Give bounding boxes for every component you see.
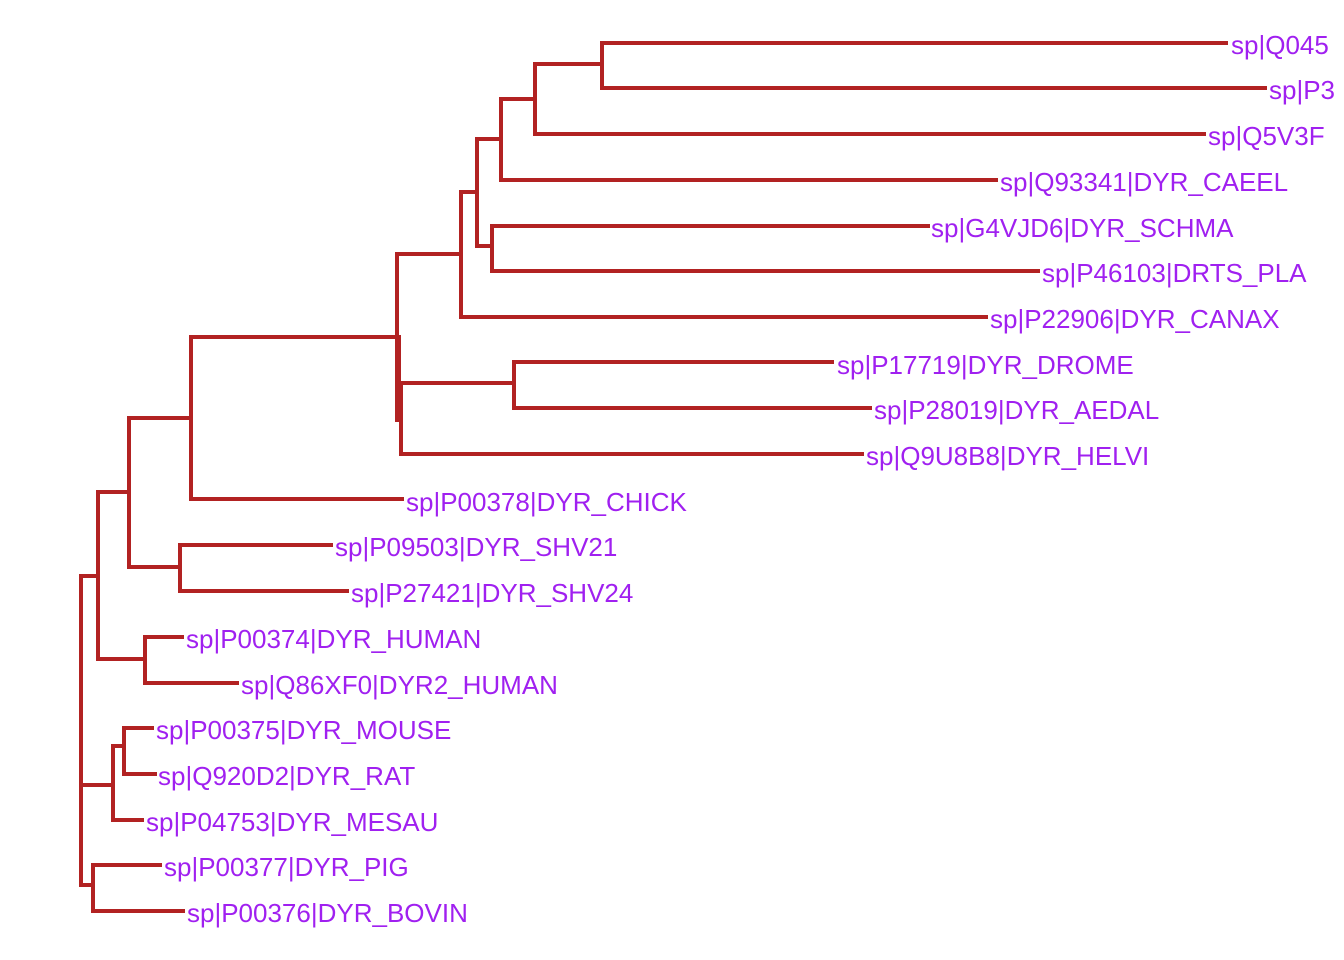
tip-label: sp|P28019|DYR_AEDAL xyxy=(874,395,1159,425)
tip-label: sp|P3 xyxy=(1269,75,1335,105)
tip-labels: sp|Q045 sp|P3 sp|Q5V3F sp|Q93341|DYR_CAE… xyxy=(146,30,1335,928)
tip-label: sp|Q86XF0|DYR2_HUMAN xyxy=(241,670,558,700)
branch xyxy=(490,224,1040,273)
branch xyxy=(395,252,463,422)
tip-label: sp|P00378|DYR_CHICK xyxy=(406,487,688,517)
branch xyxy=(127,416,193,569)
branch xyxy=(459,190,988,319)
branch xyxy=(143,635,239,685)
branch xyxy=(399,381,864,456)
branch xyxy=(533,62,1206,136)
tip-label: sp|G4VJD6|DYR_SCHMA xyxy=(931,213,1234,243)
tip-label: sp|Q93341|DYR_CAEEL xyxy=(1000,167,1288,197)
tip-label: sp|P04753|DYR_MESAU xyxy=(146,807,438,837)
tip-label: sp|P46103|DRTS_PLA xyxy=(1042,258,1307,288)
branch xyxy=(96,490,147,661)
branch xyxy=(122,726,157,776)
branch xyxy=(512,360,872,410)
branch xyxy=(499,97,998,182)
branch xyxy=(600,41,1267,90)
tip-label: sp|P00377|DYR_PIG xyxy=(164,852,409,882)
tip-label: sp|Q045 xyxy=(1231,30,1329,60)
tip-label: sp|P17719|DYR_DROME xyxy=(837,350,1134,380)
tip-label: sp|Q5V3F xyxy=(1208,121,1325,151)
tip-label: sp|Q920D2|DYR_RAT xyxy=(158,761,415,791)
tree-branches xyxy=(79,41,1267,913)
tip-label: sp|P00374|DYR_HUMAN xyxy=(186,624,481,654)
branch xyxy=(475,137,503,248)
branch xyxy=(111,744,144,822)
branch xyxy=(189,335,404,501)
tip-label: sp|P09503|DYR_SHV21 xyxy=(335,532,617,562)
branch xyxy=(178,543,349,593)
tip-label: sp|P27421|DYR_SHV24 xyxy=(351,578,633,608)
tip-label: sp|P22906|DYR_CANAX xyxy=(990,304,1280,334)
tip-label: sp|P00376|DYR_BOVIN xyxy=(187,898,468,928)
tip-label: sp|P00375|DYR_MOUSE xyxy=(156,715,451,745)
branch xyxy=(91,863,185,913)
tip-label: sp|Q9U8B8|DYR_HELVI xyxy=(866,441,1149,471)
